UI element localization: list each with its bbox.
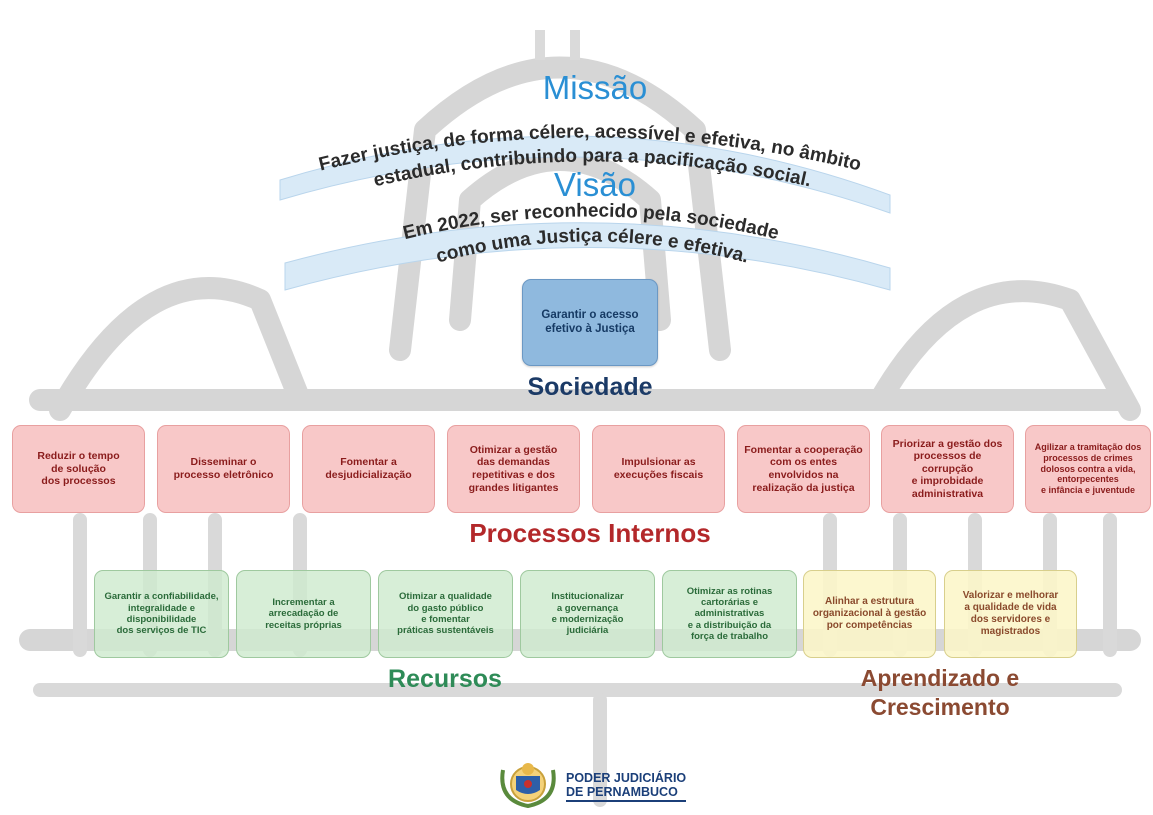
vision-banner xyxy=(284,222,891,291)
objective-processos-2: Disseminar o processo eletrônico xyxy=(157,425,290,513)
aprendizado-label-line1: Aprendizado e xyxy=(860,665,1020,691)
objective-recursos-5: Otimizar as rotinas cartorárias e admini… xyxy=(662,570,797,658)
objective-recursos-1: Garantir a confiabilidade, integralidade… xyxy=(94,570,229,658)
objective-aprendizado-1: Alinhar a estrutura organizacional à ges… xyxy=(803,570,936,658)
objective-sociedade: Garantir o acesso efetivo à Justiça xyxy=(522,279,658,366)
objective-processos-6: Fomentar a cooperação com os entes envol… xyxy=(737,425,870,513)
objective-recursos-2: Incrementar a arrecadação de receitas pr… xyxy=(236,570,371,658)
objective-recursos-3: Otimizar a qualidade do gasto público e … xyxy=(378,570,513,658)
objective-processos-4: Otimizar a gestão das demandas repetitiv… xyxy=(447,425,580,513)
mission-title: Missão xyxy=(542,69,648,106)
objective-processos-7: Priorizar a gestão dos processos de corr… xyxy=(881,425,1014,513)
processos-internos-label: Processos Internos xyxy=(469,518,711,548)
objective-recursos-4: Institucionalizar a governança e moderni… xyxy=(520,570,655,658)
vision-title: Visão xyxy=(554,166,636,203)
objective-processos-5: Impulsionar as execuções fiscais xyxy=(592,425,725,513)
logo-text: PODER JUDICIÁRIO DE PERNAMBUCO xyxy=(566,771,687,802)
recursos-label: Recursos xyxy=(388,665,502,693)
mission-banner xyxy=(279,135,891,214)
objective-processos-3: Fomentar a desjudicialização xyxy=(302,425,435,513)
logo-line1: PODER JUDICIÁRIO xyxy=(566,771,687,785)
objective-processos-8: Agilizar a tramitação dos processos de c… xyxy=(1025,425,1151,513)
logo-line2: DE PERNAMBUCO xyxy=(566,785,687,802)
objective-processos-1: Reduzir o tempo de solução dos processos xyxy=(12,425,145,513)
aprendizado-label-line2: Crescimento xyxy=(870,694,1010,720)
objective-aprendizado-2: Valorizar e melhorar a qualidade de vida… xyxy=(944,570,1077,658)
coat-of-arms-logo xyxy=(500,763,556,809)
sociedade-label: Sociedade xyxy=(527,373,653,401)
